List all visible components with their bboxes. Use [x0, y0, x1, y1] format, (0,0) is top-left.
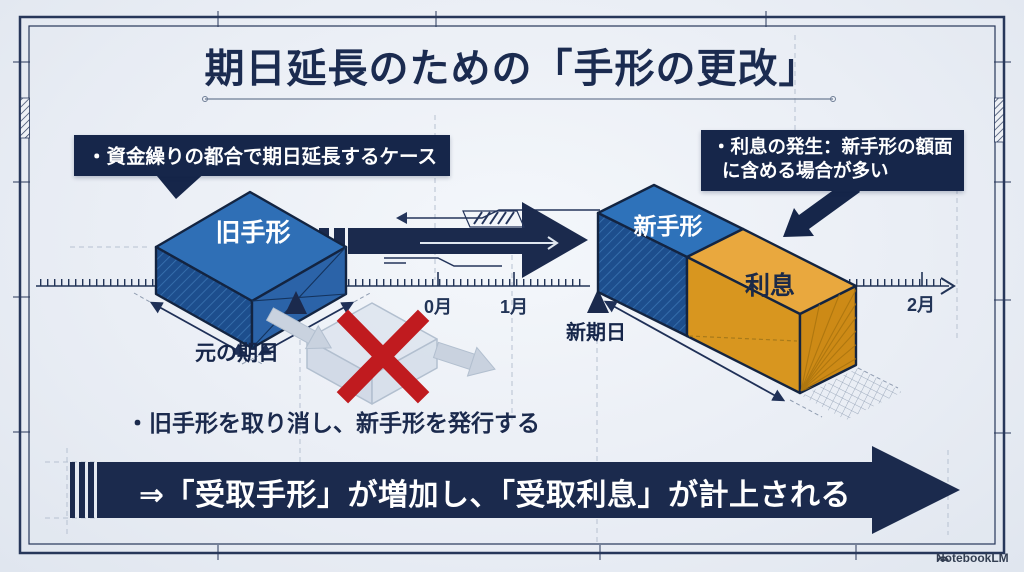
flow-deco-left-arrowhead-icon	[396, 212, 407, 224]
timeline-arrowhead-icon	[940, 277, 956, 295]
summary-banner-text: ⇒「受取手形」が増加し、「受取利息」が計上される	[138, 479, 852, 512]
new-bill-label: 新手形	[633, 213, 703, 239]
callout-left-pointer	[152, 170, 208, 199]
interest-label: 利息	[744, 272, 796, 300]
border-hatch-marker-right	[994, 97, 1004, 143]
callout-left-text: ・資金繰りの都合で期日延長するケース	[87, 146, 438, 168]
ghost-arrow-in-icon	[265, 307, 333, 350]
blueprint-outer-border	[18, 15, 1006, 555]
callout-interest-note: ・利息の発生：新手形の額面 に含める場合が多い	[701, 130, 964, 191]
timeline-major-ticks	[437, 272, 515, 286]
blueprint-inner-border	[28, 25, 996, 545]
brand-label: NotebookLM	[936, 551, 1009, 565]
callout-right-line1: ・利息の発生：新手形の額面	[712, 136, 953, 157]
new-due-label: 新期日	[566, 322, 626, 344]
banner-stripe	[88, 462, 94, 518]
page-title: 期日延長のための「手形の更改」	[204, 47, 820, 91]
summary-banner-arrow	[70, 446, 960, 534]
timeline-month-2: 2月	[906, 295, 936, 315]
ghost-arrow-out-icon	[432, 341, 496, 377]
cancel-x-icon	[336, 309, 430, 404]
new-bill-measure-arrow	[603, 300, 786, 402]
measure-dashed-extensions	[133, 291, 373, 366]
new-due-marker	[587, 289, 609, 313]
border-hatch-marker-left	[20, 97, 30, 139]
border-tick-marks	[13, 11, 1011, 560]
title-underline	[202, 96, 836, 102]
timeline-month-0: 0月	[423, 297, 453, 317]
flow-arrow-decoration	[384, 209, 600, 267]
old-bill-label: 旧手形	[215, 219, 291, 247]
old-due-marker	[285, 291, 307, 314]
flow-arrow-inner-arrowhead-icon	[547, 236, 559, 250]
flow-arrow	[306, 202, 588, 278]
banner-stripe	[79, 462, 85, 518]
shadow-grid	[802, 368, 902, 420]
callout-funding-case: ・資金繰りの都合で期日延長するケース	[74, 135, 451, 176]
callout-right-arrow-icon	[783, 178, 860, 237]
timeline-month-1: 1月	[499, 297, 529, 317]
flow-arrow-hatch-badge	[462, 210, 525, 228]
old-due-label: 元の期日	[195, 342, 279, 365]
cancel-note: ・旧手形を取り消し、新手形を発行する	[126, 410, 540, 436]
shadow-grid-dashes	[789, 367, 899, 418]
speed-bar	[334, 228, 345, 254]
notebooklm-logo-icon	[937, 556, 949, 562]
banner-stripe	[70, 462, 75, 518]
construction-guide-lines	[45, 35, 958, 545]
callout-right-line2: に含める場合が多い	[722, 160, 889, 182]
brand-footer: NotebookLM	[936, 551, 1009, 565]
